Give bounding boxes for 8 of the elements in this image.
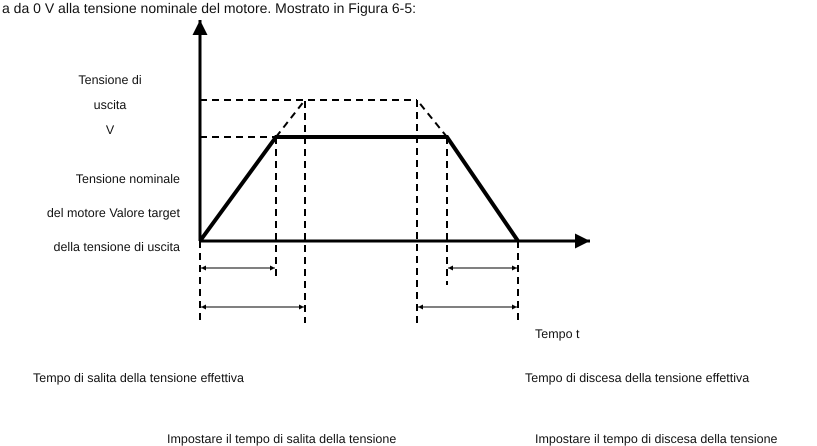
axis-label: Tempo t (535, 326, 580, 342)
dimension-label: Tempo di salita della tensione effettiva (33, 370, 244, 386)
dimension-label: Impostare il tempo di discesa della tensione (535, 431, 778, 446)
axis-label: Tensione nominale del motore Valore target della tensione di uscita (46, 171, 180, 256)
intro-text: a da 0 V alla tensione nominale del motore. Mostrato in Figura 6-5: (2, 0, 416, 16)
dimension-label: Impostare il tempo di salita della tensione (167, 431, 396, 446)
dimension-label: Tempo di discesa della tensione effettiva (525, 370, 750, 386)
axis-label: Tensione di uscita V (77, 72, 143, 139)
